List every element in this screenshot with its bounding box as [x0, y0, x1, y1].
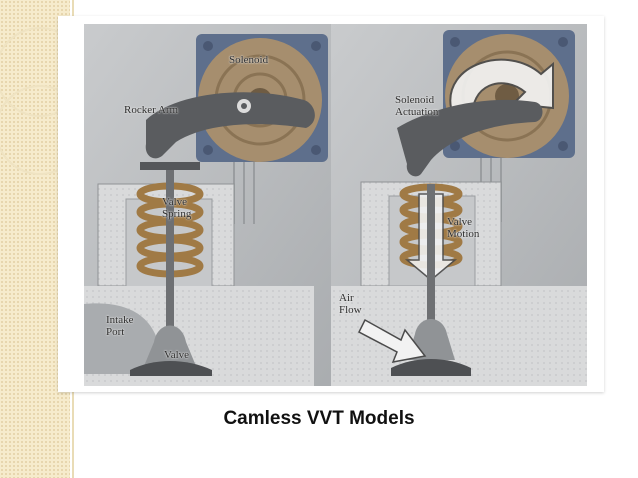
valve-head-right: [391, 359, 471, 376]
rocker-arm-right: [397, 99, 543, 177]
diagram-right-panel: Solenoid Actuation Valve Motion Air Flow: [331, 24, 587, 386]
label-valve: Valve: [164, 349, 190, 361]
decorative-circles: [0, 27, 74, 175]
rocker-arm: [145, 92, 315, 159]
left-engine-illustration: [84, 24, 340, 386]
intake-port: [84, 303, 158, 374]
diagram-left-panel: Solenoid Rocker Arm Valve Spring Intake …: [84, 24, 340, 386]
label-valve-motion: Valve Motion: [447, 216, 480, 240]
valve-head: [130, 361, 212, 376]
label-valve-spring: Valve Spring: [162, 196, 192, 220]
figure-caption: Camless VVT Models: [223, 408, 415, 429]
label-solenoid-actuation: Solenoid Actuation: [395, 94, 439, 118]
label-intake-port: Intake Port: [106, 314, 134, 338]
label-rocker-arm: Rocker Arm: [124, 104, 179, 116]
valve-stem: [166, 170, 174, 370]
label-solenoid: Solenoid: [229, 54, 269, 66]
label-air-flow: Air Flow: [339, 292, 362, 316]
right-engine-illustration: [331, 24, 587, 386]
air-flow-arrow: [358, 318, 427, 363]
